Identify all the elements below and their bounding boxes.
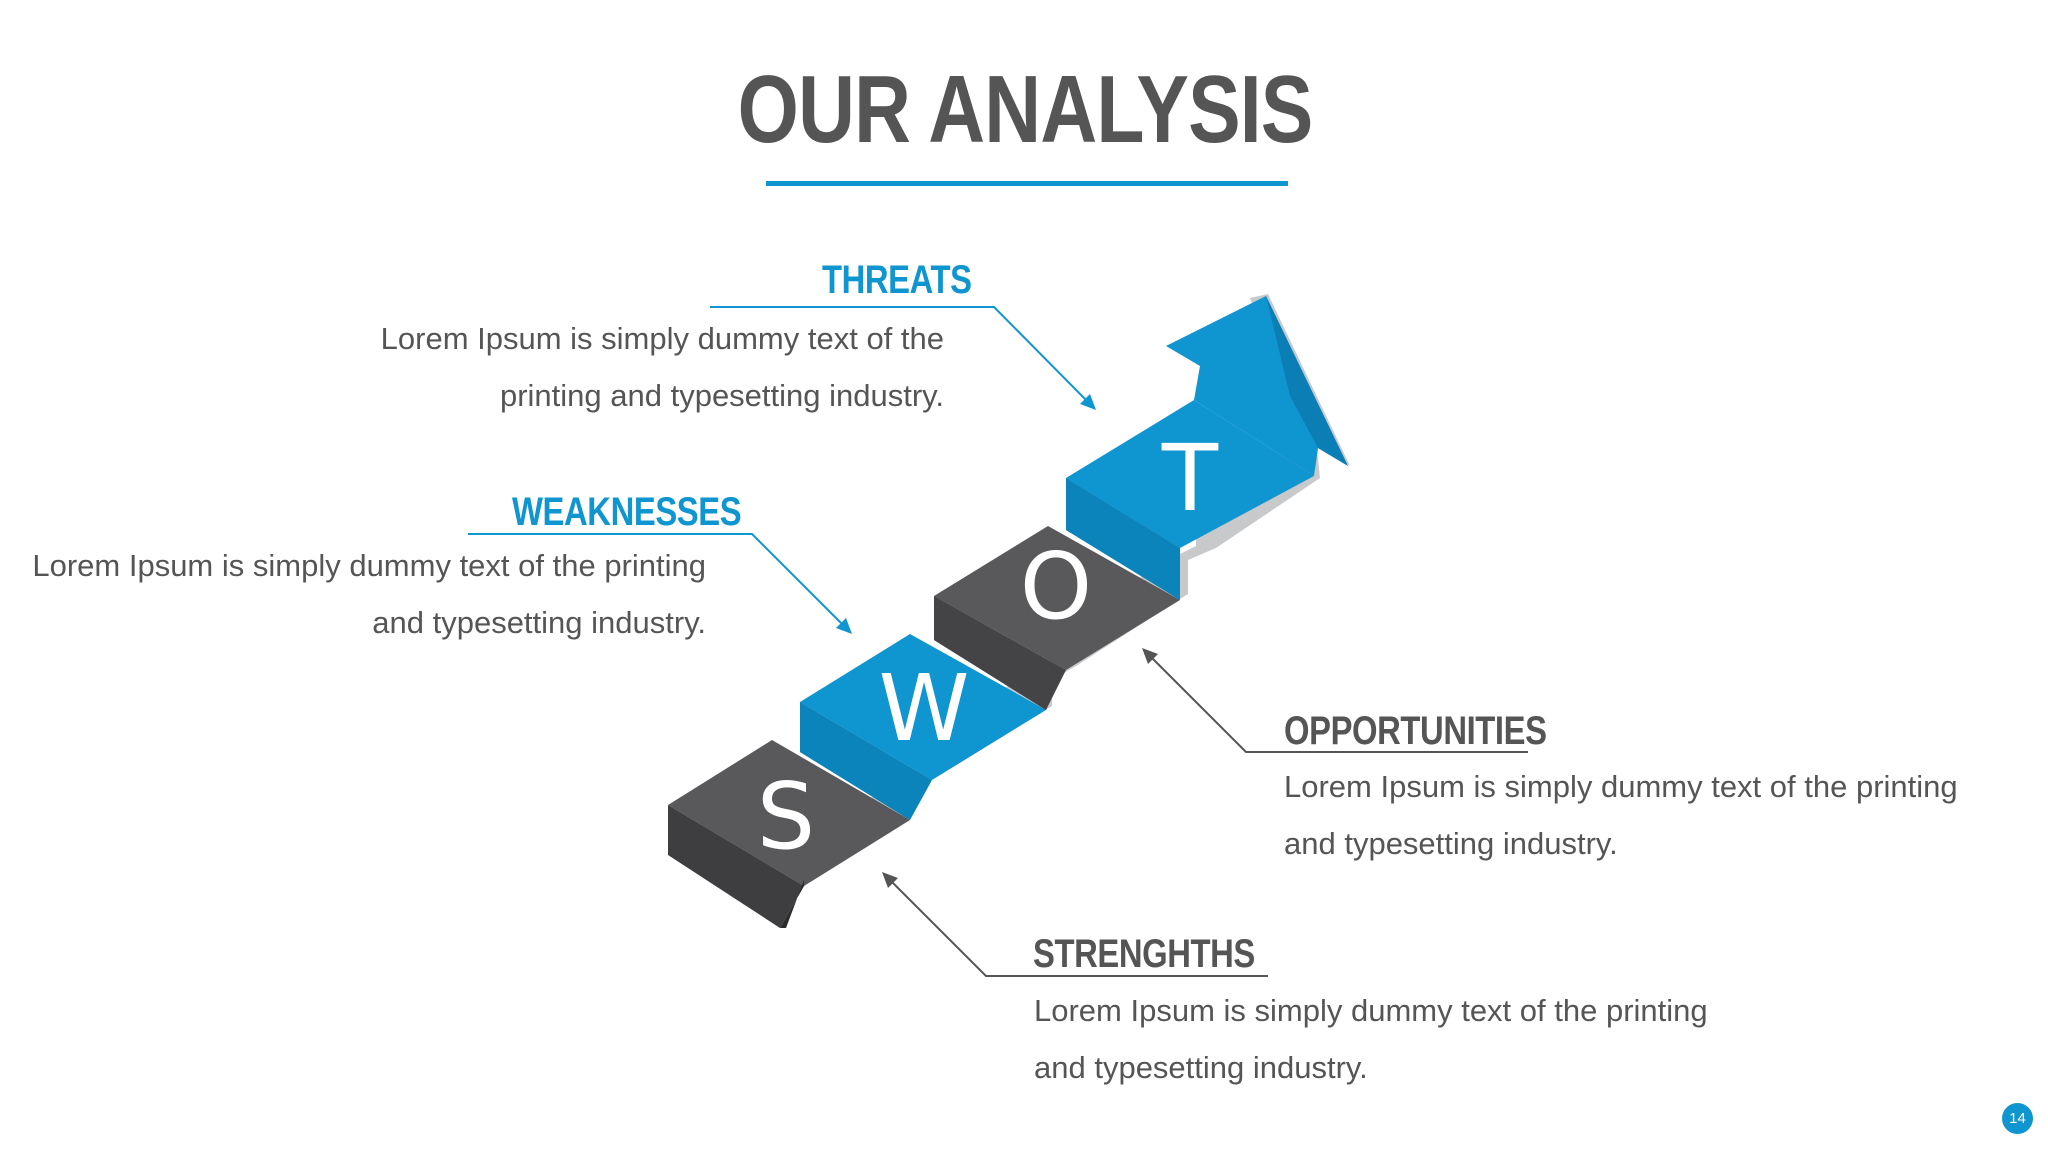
swot-letter-w: W [879, 655, 970, 762]
page-title: OUR ANALYSIS [737, 56, 1314, 163]
opportunities-line-2: and typesetting industry. [1284, 826, 1618, 861]
step-o: O [934, 526, 1180, 710]
opportunities-text: Lorem Ipsum is simply dummy text of the … [1284, 758, 1958, 872]
threats-heading: THREATS [822, 258, 972, 302]
opportunities-heading: OPPORTUNITIES [1284, 709, 1547, 753]
step-s-top [668, 740, 910, 886]
swot-letter-s: S [757, 763, 815, 870]
weaknesses-line-2: and typesetting industry. [372, 605, 706, 640]
strengths-line-1: Lorem Ipsum is simply dummy text of the … [1034, 993, 1708, 1028]
opportunities-line-1: Lorem Ipsum is simply dummy text of the … [1284, 769, 1958, 804]
page-number-badge: 14 [2002, 1103, 2033, 1134]
strengths-line-2: and typesetting industry. [1034, 1050, 1368, 1085]
step-w: W [800, 634, 1046, 820]
threats-text: Lorem Ipsum is simply dummy text of the … [381, 310, 944, 424]
weaknesses-line-1: Lorem Ipsum is simply dummy text of the … [32, 548, 706, 583]
step-t-top [1066, 400, 1314, 548]
arrow-head [1166, 296, 1348, 476]
step-s: S [668, 740, 910, 928]
step-o-front [934, 596, 1066, 710]
callout-threats-line [710, 306, 1096, 410]
callout-opportunities-line [1142, 648, 1528, 753]
callout-strengths-line [882, 872, 1268, 977]
weaknesses-text: Lorem Ipsum is simply dummy text of the … [32, 537, 706, 651]
strengths-heading: STRENGHTHS [1033, 932, 1255, 976]
swot-letter-o: O [1020, 533, 1092, 640]
step-t-front [1066, 478, 1180, 600]
callout-weaknesses-line [468, 533, 852, 634]
swot-letter-t: T [1161, 425, 1219, 532]
threats-line-2: printing and typesetting industry. [499, 378, 944, 413]
title-underline [766, 181, 1288, 186]
step-t: T [1066, 296, 1348, 600]
strengths-text: Lorem Ipsum is simply dummy text of the … [1034, 982, 1708, 1096]
step-w-front [800, 702, 932, 820]
step-s-front [668, 805, 804, 928]
arrow-head-side [1266, 296, 1348, 466]
weaknesses-heading: WEAKNESSES [512, 490, 742, 534]
threats-line-1: Lorem Ipsum is simply dummy text of the [380, 321, 944, 356]
step-w-top [800, 634, 1046, 780]
step-o-top [934, 526, 1180, 670]
